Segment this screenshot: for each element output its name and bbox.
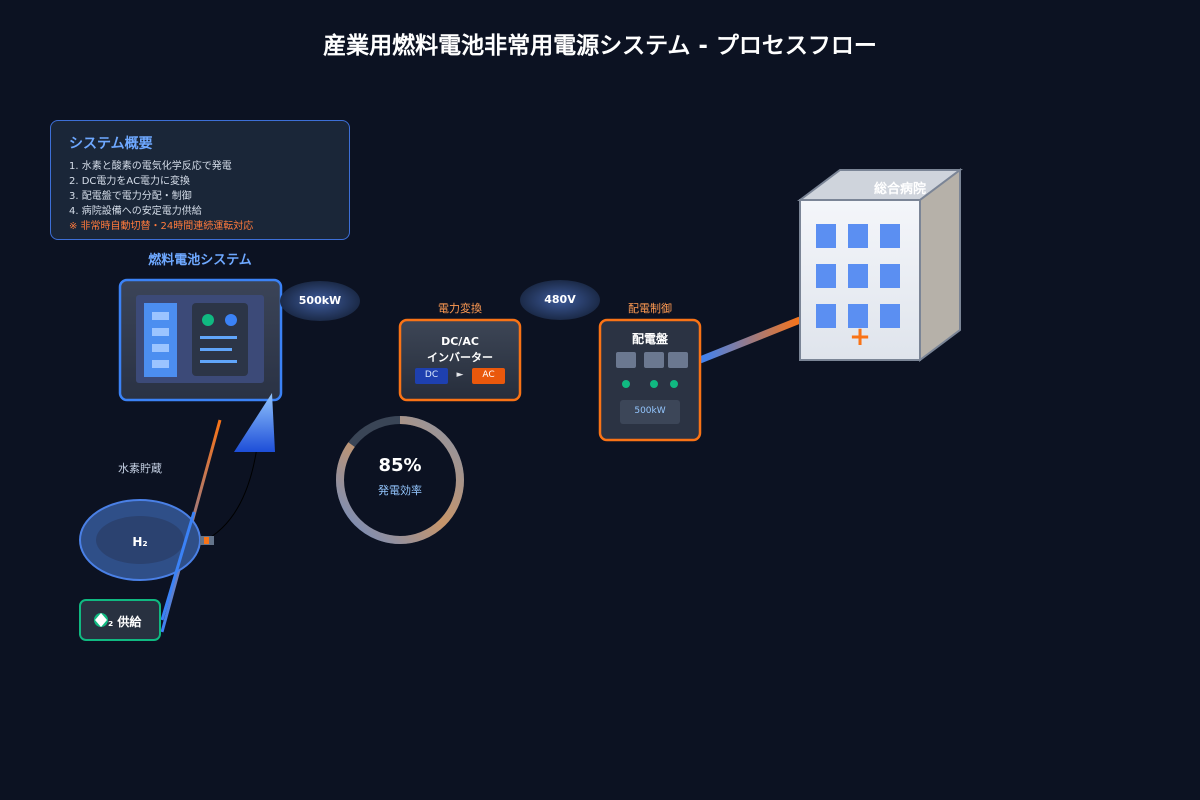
stack-slot-1	[152, 312, 169, 320]
window	[848, 264, 868, 288]
overview-line-4: 4. 病院設備への安定電力供給	[69, 206, 202, 217]
pipe-blue	[160, 511, 196, 621]
overview-line-1: 1. 水素と酸素の電気化学反応で発電	[69, 161, 232, 172]
window	[848, 304, 868, 328]
ac-label: AC	[482, 370, 495, 380]
status-led-green	[202, 314, 214, 326]
stack-slot-4	[152, 360, 169, 368]
supply-icon	[94, 613, 108, 627]
control-bar-2	[200, 348, 232, 351]
stack-slot-3	[152, 344, 169, 352]
ac-chip	[472, 368, 505, 384]
voltage-badge	[520, 280, 600, 320]
dc-label: DC	[424, 370, 439, 380]
system-overview-panel: システム概要 1. 水素と酸素の電気化学反応で発電 2. DC電力をAC電力に変…	[50, 120, 350, 240]
efficiency-gauge	[336, 416, 464, 544]
output-badge-label: 500kW	[298, 294, 342, 307]
tank-label: H₂	[132, 535, 148, 549]
window	[816, 224, 836, 248]
panel-led-2	[650, 380, 658, 388]
inverter-title-line1: DC/AC	[441, 335, 479, 348]
panel-display	[620, 400, 680, 424]
panel-display-label: 500kW	[634, 406, 666, 416]
stack-slot-2	[152, 328, 169, 336]
flow-arrow	[234, 393, 275, 452]
valve-tip	[204, 537, 209, 544]
window	[816, 264, 836, 288]
efficiency-label: 発電効率	[378, 484, 422, 497]
dc-chip	[415, 368, 448, 384]
hydrogen-supply-box[interactable]	[79, 599, 161, 641]
medical-cross-icon: +	[849, 322, 871, 352]
output-badge	[280, 281, 360, 321]
efficiency-value: 85%	[378, 455, 422, 476]
overview-line-2: 2. DC電力をAC電力に変換	[69, 176, 191, 187]
hospital-side	[919, 168, 961, 362]
control-bar-1	[200, 336, 237, 339]
storage-label: 水素貯蔵	[118, 462, 162, 475]
panel-led-1	[622, 380, 630, 388]
supply-label: ₂ 供給	[108, 615, 142, 629]
fuel-cell-title: 燃料電池システム	[148, 253, 252, 268]
line-panel-to-hospital	[698, 316, 802, 364]
overview-note: ※ 非常時自動切替・24時間連続運転対応	[69, 221, 254, 232]
breaker-2	[644, 352, 664, 368]
overview-title: システム概要	[69, 136, 153, 152]
window	[848, 224, 868, 248]
voltage-badge-label: 480V	[544, 293, 576, 306]
window	[880, 304, 900, 328]
fuel-cell-control-unit	[192, 303, 248, 376]
breaker-1	[616, 352, 636, 368]
arrow-right-icon: ►	[456, 370, 464, 380]
overview-line-3: 3. 配電盤で電力分配・制御	[69, 191, 192, 202]
status-led-blue	[225, 314, 237, 326]
panel-step-label: 配電制御	[628, 302, 672, 315]
inverter-title-line2: インバーター	[427, 351, 493, 364]
panel-title: 配電盤	[631, 332, 668, 346]
page-title: 産業用燃料電池非常用電源システム - プロセスフロー	[323, 33, 877, 59]
inverter-step-label: 電力変換	[438, 302, 482, 315]
hospital-label: 総合病院	[873, 182, 926, 197]
window	[816, 304, 836, 328]
control-bar-3	[200, 360, 237, 363]
hydrogen-tank-inner	[96, 516, 184, 564]
panel-led-3	[670, 380, 678, 388]
window	[880, 264, 900, 288]
efficiency-arc	[336, 416, 464, 544]
window	[880, 224, 900, 248]
breaker-3	[668, 352, 688, 368]
